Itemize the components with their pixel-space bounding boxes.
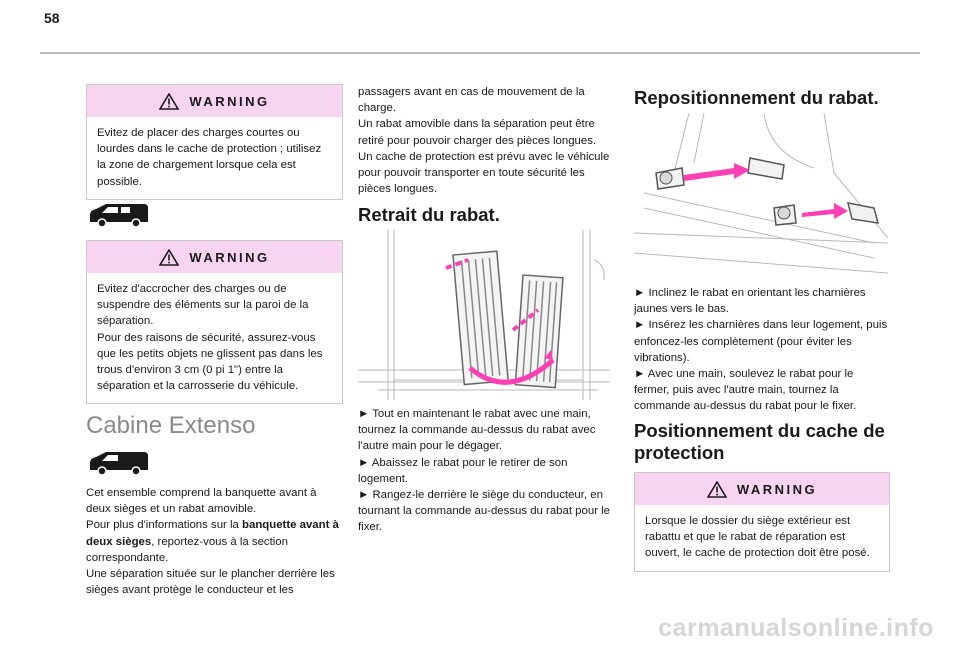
warning-triangle-icon — [159, 92, 180, 110]
heading-positionnement-du-cache: Positionnement du cache de protection — [634, 420, 885, 463]
repositioning-steps: ► Inclinez le rabat en orientant les cha… — [634, 285, 890, 415]
warning-box-2: WARNING Evitez d'accrocher des charges o… — [86, 240, 343, 405]
top-rule — [40, 52, 920, 54]
paragraph: Cet ensemble comprend la banquette avant… — [86, 487, 317, 516]
paragraph: Pour plus d'informations sur la banquett… — [86, 517, 342, 566]
warning-text: Lorsque le dossier du siège extérieur es… — [645, 515, 870, 560]
footer-watermark: carmanualsonline.info — [658, 614, 934, 642]
warning-triangle-icon — [159, 248, 180, 266]
continued-text: passagers avant en cas de mouvement de l… — [358, 84, 610, 197]
step: ► Tout en maintenant le rabat avec une m… — [358, 408, 596, 453]
intro-text: Cet ensemble comprend la banquette avant… — [86, 485, 342, 598]
paragraph: passagers avant en cas de mouvement de l… — [358, 86, 585, 115]
warning-text: Evitez d'accrocher des charges ou de sus… — [87, 273, 342, 403]
warning-header: WARNING — [87, 241, 342, 273]
text-run: , reportez-vous à la section corresponda… — [86, 535, 288, 564]
section-title-cabine-extenso: Cabine Extenso — [86, 412, 256, 439]
step: ► Avec une main, soulevez le rabat pour … — [634, 368, 857, 413]
warning-paragraph: Pour des raisons de sécurité, assurez-vo… — [97, 331, 323, 393]
warning-title: WARNING — [736, 481, 818, 497]
warning-paragraph: Evitez d'accrocher des charges ou de sus… — [97, 283, 309, 328]
warning-box-3: WARNING Lorsque le dossier du siège exté… — [634, 472, 890, 572]
text-run: Pour plus d'informations sur la — [86, 519, 243, 532]
paragraph: Une séparation située sur le plancher de… — [86, 568, 335, 597]
rabat-removal-illustration — [358, 230, 610, 400]
step: ► Rangez-le derrière le siège du conduct… — [358, 489, 611, 534]
warning-triangle-icon — [706, 480, 727, 498]
paragraph: Un rabat amovible dans la séparation peu… — [358, 118, 610, 196]
warning-title: WARNING — [189, 93, 270, 109]
step: ► Abaissez le rabat pour le retirer de s… — [358, 456, 568, 485]
step: ► Inclinez le rabat en orientant les cha… — [634, 287, 866, 316]
bold-text-run: banquette avant à deux sièges — [86, 519, 339, 548]
warning-header: WARNING — [635, 473, 889, 505]
step: ► Insérez les charnières dans leur logem… — [634, 319, 888, 364]
van-icon — [90, 452, 148, 476]
van-icon — [90, 204, 148, 228]
heading-repositionnement-du-rabat: Repositionnement du rabat. — [634, 87, 879, 108]
warning-title: WARNING — [189, 249, 270, 265]
warning-header: WARNING — [87, 85, 342, 117]
heading-retrait-du-rabat: Retrait du rabat. — [358, 204, 500, 225]
rabat-repositioning-illustration — [634, 113, 888, 281]
page-number: 58 — [44, 10, 60, 26]
warning-text: Evitez de placer des charges courtes ou … — [97, 127, 322, 188]
removal-steps: ► Tout en maintenant le rabat avec une m… — [358, 406, 620, 536]
warning-box-1: WARNING Evitez de placer des charges cou… — [86, 84, 343, 200]
